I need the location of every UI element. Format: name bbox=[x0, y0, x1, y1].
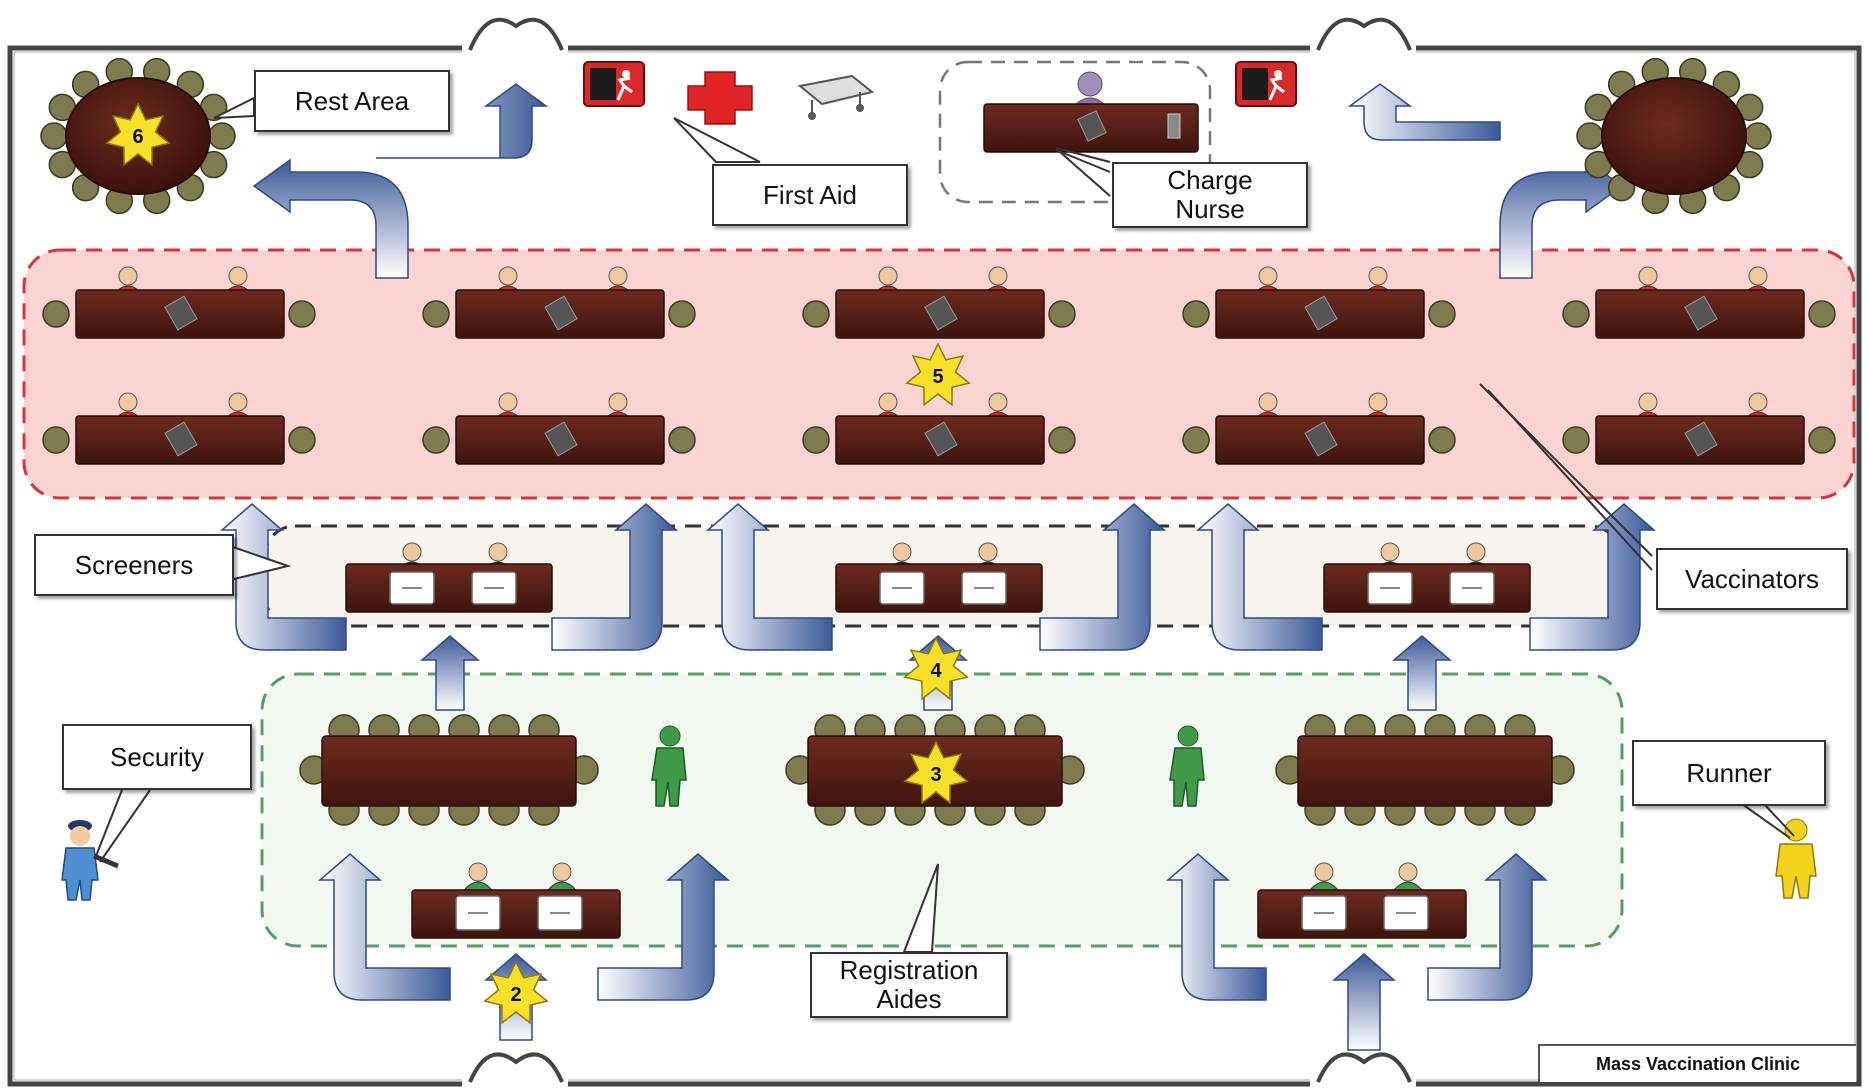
flow-arrows bbox=[219, 83, 1657, 1051]
clipboard-icon bbox=[164, 421, 198, 457]
registration-tables bbox=[299, 714, 1575, 826]
vaccinator-station bbox=[1182, 266, 1456, 339]
stretcher-icon bbox=[797, 74, 875, 120]
chair-icon bbox=[1576, 122, 1604, 150]
registration-floor-staff bbox=[651, 725, 1205, 807]
station-number: 3 bbox=[930, 764, 941, 786]
vaccinator-station bbox=[1182, 392, 1456, 465]
screener-station bbox=[1323, 542, 1531, 613]
chair-icon bbox=[802, 426, 830, 454]
rest-area-label: Rest Area bbox=[254, 70, 450, 132]
station-markers: 2 3 4 5 6 bbox=[105, 102, 971, 1025]
floor-staff-person-icon bbox=[651, 725, 687, 807]
chair-icon bbox=[1808, 300, 1836, 328]
clipboard-icon bbox=[1077, 110, 1107, 142]
exit-sign-icon bbox=[583, 61, 645, 107]
station-number: 2 bbox=[510, 984, 521, 1006]
chair-icon bbox=[1562, 426, 1590, 454]
screener-station bbox=[345, 542, 553, 613]
chair-icon bbox=[1428, 426, 1456, 454]
clinic-title: Mass Vaccination Clinic bbox=[1538, 1044, 1856, 1082]
callout-pointers bbox=[95, 96, 1795, 953]
chair-icon bbox=[422, 300, 450, 328]
chair-icon bbox=[42, 300, 70, 328]
clipboard-icon bbox=[544, 295, 578, 331]
chair-icon bbox=[1562, 300, 1590, 328]
chair-icon bbox=[422, 426, 450, 454]
vaccinator-station bbox=[1562, 392, 1836, 465]
screener-station bbox=[835, 542, 1043, 613]
screener-stations bbox=[345, 542, 1531, 613]
charge-nurse-desk bbox=[983, 71, 1199, 153]
door-bottom-right-icon bbox=[1310, 1052, 1416, 1089]
chair-icon bbox=[1808, 426, 1836, 454]
registration-aide-stations bbox=[411, 862, 1467, 939]
first-aid-cross-icon bbox=[687, 71, 753, 125]
chair-icon bbox=[1182, 300, 1210, 328]
chair-icon bbox=[40, 122, 68, 150]
vaccinator-station bbox=[42, 266, 316, 339]
registration-aide-station bbox=[1257, 862, 1467, 939]
chair-icon bbox=[668, 426, 696, 454]
charge-nurse-label: Charge Nurse bbox=[1112, 162, 1308, 228]
chair-icon bbox=[668, 300, 696, 328]
phone-icon bbox=[1167, 113, 1181, 139]
chair-icon bbox=[1744, 122, 1772, 150]
vaccinator-station bbox=[802, 266, 1076, 339]
star-marker-icon: 2 bbox=[483, 960, 549, 1025]
star-marker-icon: 6 bbox=[105, 102, 171, 167]
station-number: 5 bbox=[932, 366, 943, 388]
star-marker-icon: 4 bbox=[903, 636, 969, 701]
chair-icon bbox=[1048, 300, 1076, 328]
registration-table bbox=[299, 714, 599, 826]
door-top-left-icon bbox=[462, 17, 568, 56]
rest-area-tables bbox=[40, 57, 1772, 215]
first-aid-label: First Aid bbox=[712, 164, 908, 226]
door-bottom-left-icon bbox=[462, 1052, 568, 1089]
chair-icon bbox=[1428, 300, 1456, 328]
station-number: 6 bbox=[132, 126, 143, 148]
floor-staff-person-icon bbox=[1169, 725, 1205, 807]
vaccinator-station bbox=[422, 266, 696, 339]
star-marker-icon: 5 bbox=[905, 342, 971, 407]
registration-table bbox=[1275, 714, 1575, 826]
chair-icon bbox=[288, 426, 316, 454]
clipboard-icon bbox=[924, 295, 958, 331]
clipboard-icon bbox=[924, 421, 958, 457]
clipboard-icon bbox=[1304, 421, 1338, 457]
security-officer-person-icon bbox=[61, 820, 119, 901]
chair-icon bbox=[1048, 426, 1076, 454]
clipboard-icon bbox=[1304, 295, 1338, 331]
screeners-label: Screeners bbox=[34, 534, 234, 596]
vaccinators-label: Vaccinators bbox=[1656, 548, 1848, 610]
clipboard-icon bbox=[1684, 421, 1718, 457]
star-marker-icon: 3 bbox=[903, 740, 969, 805]
registration-aides-label: Registration Aides bbox=[810, 952, 1008, 1018]
vaccinator-station bbox=[1562, 266, 1836, 339]
chair-icon bbox=[288, 300, 316, 328]
chair-icon bbox=[1182, 426, 1210, 454]
vaccinator-station bbox=[802, 392, 1076, 465]
clipboard-icon bbox=[164, 295, 198, 331]
exit-sign-icon bbox=[1235, 61, 1297, 107]
runner-person-icon bbox=[1775, 818, 1817, 899]
clipboard-icon bbox=[1684, 295, 1718, 331]
clipboard-icon bbox=[544, 421, 578, 457]
vaccinator-station bbox=[422, 392, 696, 465]
vaccinator-stations bbox=[42, 266, 1836, 465]
registration-aide-station bbox=[411, 862, 621, 939]
station-number: 4 bbox=[930, 660, 942, 682]
chair-icon bbox=[42, 426, 70, 454]
runner-label: Runner bbox=[1632, 740, 1826, 806]
vaccinator-station bbox=[42, 392, 316, 465]
door-top-right-icon bbox=[1310, 17, 1416, 56]
security-label: Security bbox=[62, 724, 252, 790]
round-table bbox=[1576, 57, 1772, 215]
chair-icon bbox=[802, 300, 830, 328]
chair-icon bbox=[208, 122, 236, 150]
